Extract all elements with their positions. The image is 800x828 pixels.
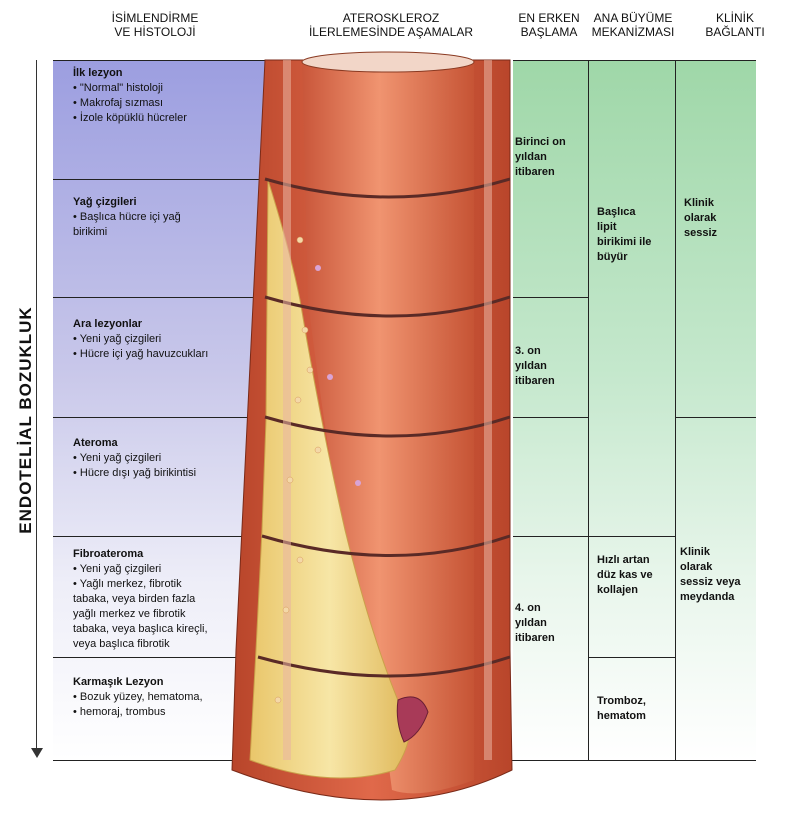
stage-item: • Yeni yağ çizgileri <box>73 563 162 575</box>
row-divider <box>513 417 588 418</box>
onset-fourth-decade: 4. on yıldan itibaren <box>515 602 555 644</box>
row-divider <box>53 60 265 61</box>
stage-initial-lesion: İlk lezyon • "Normal" histoloji • Makrof… <box>53 60 265 179</box>
stage-item: • Yeni yağ çizgileri <box>73 333 162 345</box>
stage-intermediate: Ara lezyonlar • Yeni yağ çizgileri • Hüc… <box>53 311 265 417</box>
artery-top-opening <box>301 51 475 73</box>
stage-item: • Bozuk yüzey, hematoma, <box>73 691 203 703</box>
stage-fatty-streak: Yağ çizgileri • Başlıca hücre içi yağ bi… <box>53 189 265 297</box>
stage-fibroatheroma: Fibroateroma • Yeni yağ çizgileri • Yağl… <box>53 541 265 657</box>
side-arrow-head <box>31 748 43 758</box>
section-ring <box>257 655 511 678</box>
row-divider <box>588 657 675 658</box>
header-mechanism: ANA BÜYÜME MEKANİZMASI <box>592 9 674 41</box>
stage-item: • İzole köpüklü hücreler <box>73 112 187 124</box>
section-ring <box>264 415 511 438</box>
row-divider <box>513 536 675 537</box>
header-naming: İSİMLENDİRME VE HİSTOLOJİ <box>59 9 251 41</box>
left-gradient-band <box>53 60 265 760</box>
mechanism-thrombus: Tromboz, hematom <box>597 695 646 722</box>
column-divider <box>588 60 589 760</box>
header-onset: EN ERKEN BAŞLAMA <box>513 9 585 41</box>
row-divider <box>53 179 265 180</box>
stage-title: İlk lezyon <box>73 67 123 79</box>
header-mechanism-text: ANA BÜYÜME MEKANİZMASI <box>591 11 675 39</box>
stage-item: tabaka, veya başlıca kireçli, <box>73 623 208 635</box>
clinical-silent: Klinik olarak sessiz <box>684 197 718 239</box>
stage-title: Ateroma <box>73 437 118 449</box>
column-divider <box>675 60 676 760</box>
media-band-left <box>283 60 291 760</box>
stage-title: Fibroateroma <box>73 548 144 560</box>
header-clinical-text: KLİNİK BAĞLANTI <box>705 11 765 39</box>
stage-item: • Makrofaj sızması <box>73 97 164 109</box>
stage-item: yağlı merkez ve fibrotik <box>73 608 186 620</box>
stage-item: • Başlıca hücre içi yağ <box>73 211 181 223</box>
row-divider <box>513 60 756 61</box>
stage-complicated-lesion: Karmaşık Lezyon • Bozuk yüzey, hematoma,… <box>53 669 265 759</box>
clinical-silent-or-overt: Klinik olarak sessiz veya meydanda <box>680 546 741 603</box>
stage-title: Karmaşık Lezyon <box>73 676 164 688</box>
artery-thrombus <box>396 696 429 743</box>
header-stages: ATEROSKLEROZ İLERLEMESİNDE AŞAMALAR <box>281 9 501 41</box>
artery-lumen <box>302 60 474 794</box>
stage-item: • Yağlı merkez, fibrotik <box>73 578 182 590</box>
row-divider <box>53 657 265 658</box>
stage-item: • Hücre içi yağ havuzcukları <box>73 348 209 360</box>
row-divider <box>53 297 265 298</box>
mechanism-smooth-muscle: Hızlı artan düz kas ve kollajen <box>597 554 653 596</box>
section-ring <box>264 177 511 199</box>
header-stages-text: ATEROSKLEROZ İLERLEMESİNDE AŞAMALAR <box>308 11 474 39</box>
mechanism-lipid: Başlıca lipit birikimi ile büyür <box>597 206 652 263</box>
header-onset-text: EN ERKEN BAŞLAMA <box>518 11 580 39</box>
macrophage-spots <box>315 265 361 486</box>
row-divider <box>53 536 265 537</box>
stage-title: Yağ çizgileri <box>73 196 137 208</box>
stage-item: • Hücre dışı yağ birikintisi <box>73 467 197 479</box>
section-ring <box>264 295 511 318</box>
side-arrow-line <box>36 60 37 750</box>
header-clinical: KLİNİK BAĞLANTI <box>700 9 770 41</box>
stage-item: tabaka, veya birden fazla <box>73 593 196 605</box>
onset-third-decade: 3. on yıldan itibaren <box>515 345 555 387</box>
header-naming-text: İSİMLENDİRME VE HİSTOLOJİ <box>111 11 199 39</box>
media-band-right <box>484 60 492 760</box>
section-ring <box>261 534 511 557</box>
stage-atheroma: Ateroma • Yeni yağ çizgileri • Hücre dış… <box>53 430 265 536</box>
row-divider <box>53 417 265 418</box>
right-gradient-band <box>513 60 756 760</box>
row-divider <box>513 297 588 298</box>
foam-cells <box>274 236 322 704</box>
row-divider <box>675 417 756 418</box>
stage-item: • "Normal" histoloji <box>73 82 163 94</box>
stage-item: • hemoraj, trombus <box>73 706 166 718</box>
stage-item: birikimi <box>73 226 108 238</box>
stage-item: • Yeni yağ çizgileri <box>73 452 162 464</box>
onset-first-decade: Birinci on yıldan itibaren <box>515 136 566 178</box>
stage-title: Ara lezyonlar <box>73 318 143 330</box>
stage-item: veya başlıca fibrotik <box>73 638 170 650</box>
